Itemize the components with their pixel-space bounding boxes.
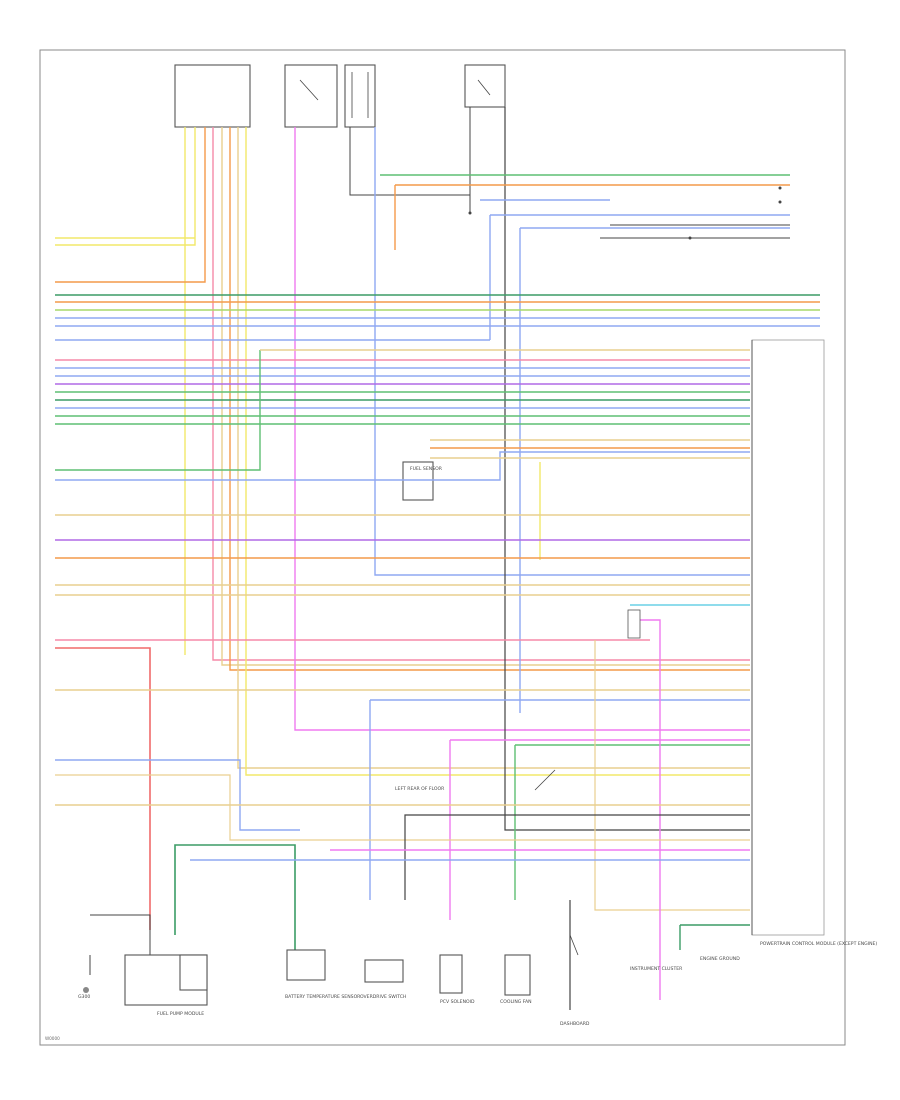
label-inst-cluster: INSTRUMENT CLUSTER (630, 966, 683, 972)
label-engine-ground: ENGINE GROUND (700, 956, 740, 962)
harness-lower-group (55, 514, 750, 1010)
top-vertical-wires (55, 127, 750, 776)
label-pcv: PCV SOLENOID (440, 999, 475, 1005)
label-pcm: POWERTRAIN CONTROL MODULE (EXCEPT ENGINE… (760, 941, 877, 947)
harness-middle-group (55, 349, 750, 560)
component-top-right-switch (464, 64, 506, 108)
label-overdrive: OVERDRIVE SWITCH (360, 994, 406, 1000)
component-cooling-fan (504, 954, 531, 996)
label-fuel-pump-module: FUEL PUMP MODULE (157, 1011, 204, 1017)
component-pcv-solenoid (439, 954, 463, 994)
component-top-switch (284, 64, 338, 128)
component-small-connector (627, 609, 641, 639)
ground-symbol-left (83, 987, 89, 993)
component-overdrive-switch (364, 959, 404, 983)
label-cooling-fan: COOLING FAN (500, 999, 532, 1005)
label-left-rear-floor: LEFT REAR OF FLOOR (395, 786, 445, 792)
label-ground-code: G300 (78, 994, 90, 1000)
label-dashboard: DASHBOARD (560, 1021, 590, 1027)
component-middle-sensor (402, 461, 434, 501)
component-fuel-pump-inner (179, 954, 208, 991)
diagram-border (39, 49, 846, 1046)
footer-code: W0000 (45, 1036, 60, 1041)
label-fuel-sensor: FUEL SENSOR (410, 466, 443, 472)
component-battery-temp-sensor (286, 949, 326, 981)
pcm-connector (751, 339, 825, 936)
component-top-relay (344, 64, 376, 128)
harness-top-group (55, 237, 820, 341)
component-top-left-connector (174, 64, 251, 128)
label-battery-temp: BATTERY TEMPERATURE SENSOR (285, 994, 361, 1000)
